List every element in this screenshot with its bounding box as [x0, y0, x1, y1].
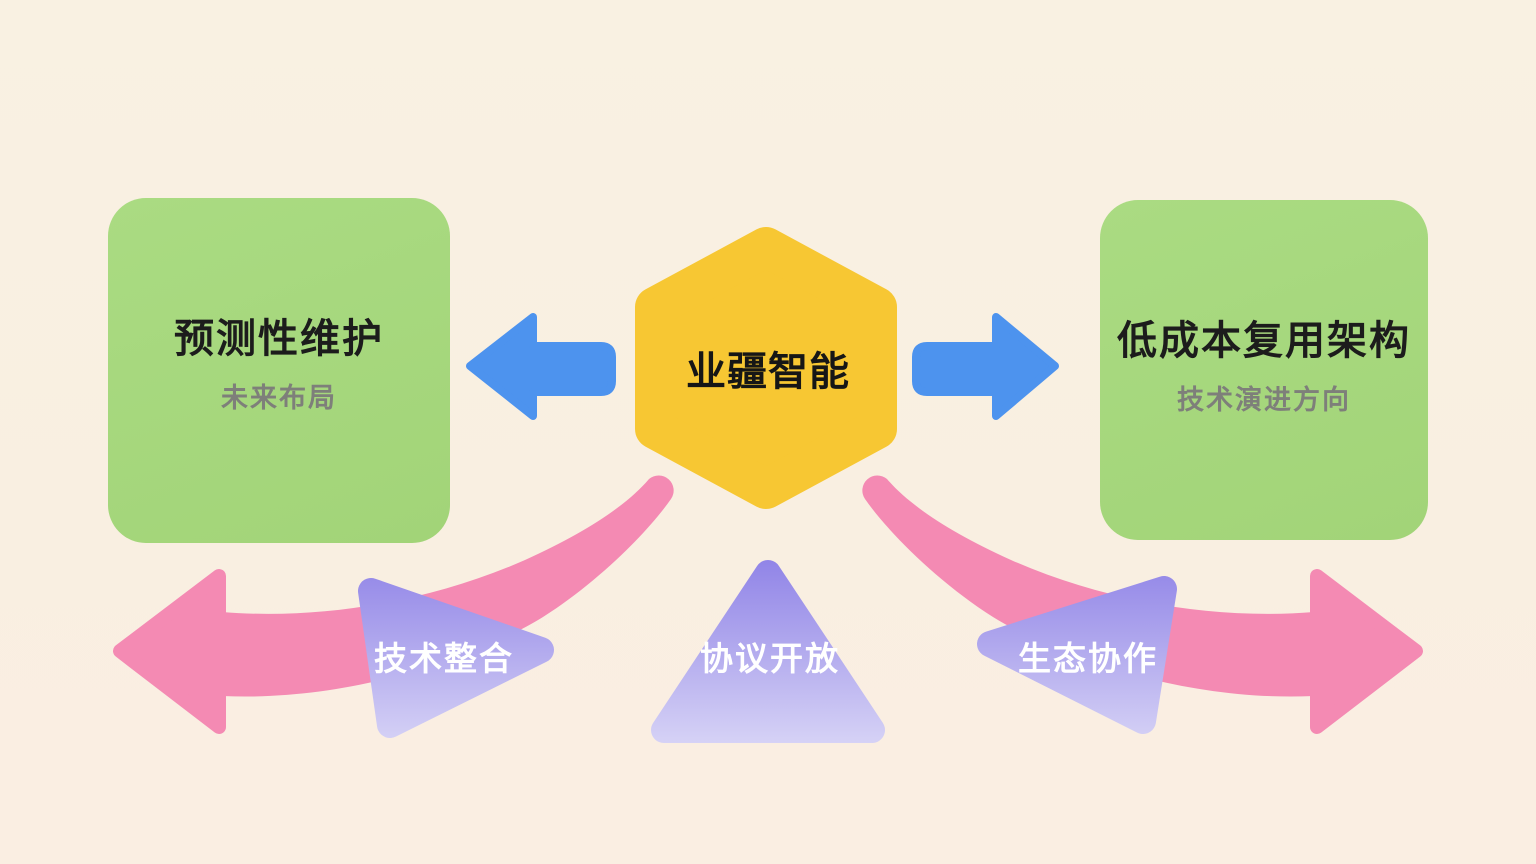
hexagon-label: 业疆智能 [686, 350, 850, 394]
pink-arrowhead-left [113, 569, 226, 734]
center-hexagon [635, 227, 897, 509]
triangle-eco-collaboration [977, 576, 1177, 734]
card-title: 低成本复用架构 [1117, 319, 1411, 363]
triangle-protocol-open [651, 560, 885, 743]
pink-arrowhead-right [1310, 569, 1423, 734]
card-low-cost-reuse: 低成本复用架构 技术演进方向 [1100, 200, 1428, 540]
card-predictive-maintenance: 预测性维护 未来布局 [108, 198, 450, 543]
pink-swoosh-right-shaft [862, 475, 1314, 697]
pink-swoosh-left-shaft [222, 475, 674, 697]
triangle-label-tech-integration: 技术整合 [374, 640, 514, 677]
blue-arrow-left [466, 313, 616, 420]
triangle-label-eco-collaboration: 生态协作 [1018, 640, 1158, 677]
triangle-label-protocol-open: 协议开放 [700, 640, 840, 677]
card-subtitle: 未来布局 [221, 383, 337, 413]
triangle-tech-integration [358, 578, 554, 738]
card-subtitle: 技术演进方向 [1177, 385, 1351, 415]
blue-arrow-right [912, 313, 1059, 420]
card-title: 预测性维护 [174, 317, 384, 361]
